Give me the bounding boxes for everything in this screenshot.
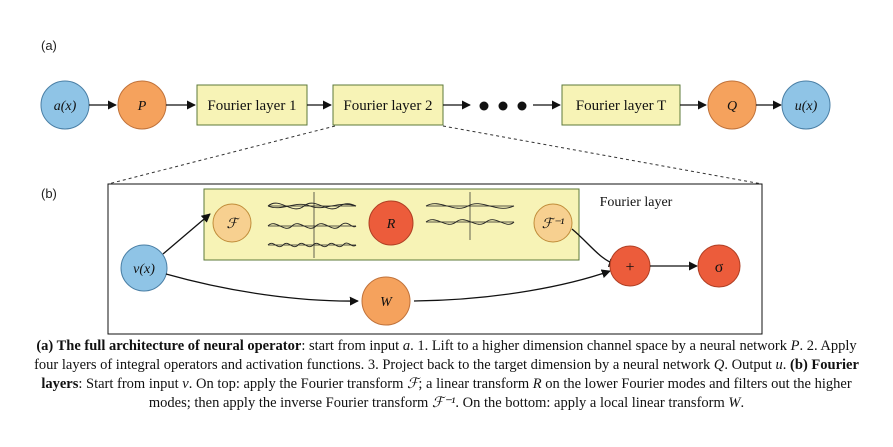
caption-var: ℱ [406,376,419,392]
lift-node-p-label: P [137,99,147,114]
neural-operator-diagram: (a) a(x) P Fourier layer 1 Fourier layer… [40,38,831,335]
arrow-w-to-add [413,269,611,302]
caption-text: : Start from input [78,376,183,392]
caption-var: v [182,376,189,392]
caption-var: a [402,338,411,354]
local-transform-node-w-label: W [380,295,393,310]
caption-var: P [790,338,800,354]
input-node-a-label: a(x) [54,99,77,114]
ellipsis-dot [479,101,489,111]
fourier-layer-t-label: Fourier layer T [576,98,667,114]
linear-transform-label: R [386,217,396,232]
caption-text: . [740,395,745,411]
arrow-v-to-w [165,273,359,306]
arrow-v-to-fourier [162,213,211,255]
caption-text: . 1. Lift to a higher dimension channel … [410,338,791,354]
linear-transform-node [368,200,414,246]
caption-var: Q [713,357,725,373]
panel-b-label: (b) [41,186,57,201]
caption-text: . 2. Apply four layers of integral opera… [34,338,857,373]
figure-caption: (a) The full architecture of neural oper… [30,337,863,413]
ellipsis-dot [517,101,527,111]
caption-var: W [728,395,741,411]
layer-input-node-v-label: v(x) [133,262,155,277]
caption-text: . [782,357,791,373]
caption-text: . Output [724,357,776,373]
fourier-layer-1-box [196,84,308,126]
caption-text: . On the bottom: apply a local linear tr… [455,395,729,411]
fourier-modes-wave-icon [267,192,357,258]
output-node-u-label: u(x) [795,99,818,114]
caption-b-label: (b) Fourier layers [41,357,859,392]
caption-var: ℱ⁻¹ [431,395,456,411]
activation-node-sigma [697,244,741,288]
zoom-line-right [442,125,763,185]
fourier-layer-1-label: Fourier layer 1 [207,98,296,114]
fourier-layer-title: Fourier layer [600,195,673,210]
caption-text: ; a linear transform [418,376,533,392]
output-node-u [781,80,831,130]
caption-a-label: (a) The full architecture of neural oper… [36,338,302,354]
fourier-layer-2-box [332,84,444,126]
caption-text: . On top: apply the Fourier transform [188,376,407,392]
inverse-fourier-label: ℱ⁻¹ [542,217,565,232]
fourier-transform-node [212,203,252,243]
fourier-transform-label: ℱ [226,217,240,232]
local-transform-node-w [361,276,411,326]
panel-a-label: (a) [41,38,57,53]
inverse-fourier-node [533,203,573,243]
layer-input-node-v [120,244,168,292]
filtered-modes-wave-icon [425,192,515,240]
add-node-label: + [625,259,634,276]
zoom-line-left [107,125,336,185]
caption-var: R [532,376,542,392]
caption-text: : start from input [301,338,403,354]
fourier-layer-2-label: Fourier layer 2 [343,98,432,114]
activation-node-sigma-label: σ [715,259,724,276]
caption-var: u [775,357,783,373]
project-node-q-label: Q [727,99,737,114]
ellipsis-dot [498,101,508,111]
caption-text: on the lower Fourier modes and filters o… [148,376,852,411]
